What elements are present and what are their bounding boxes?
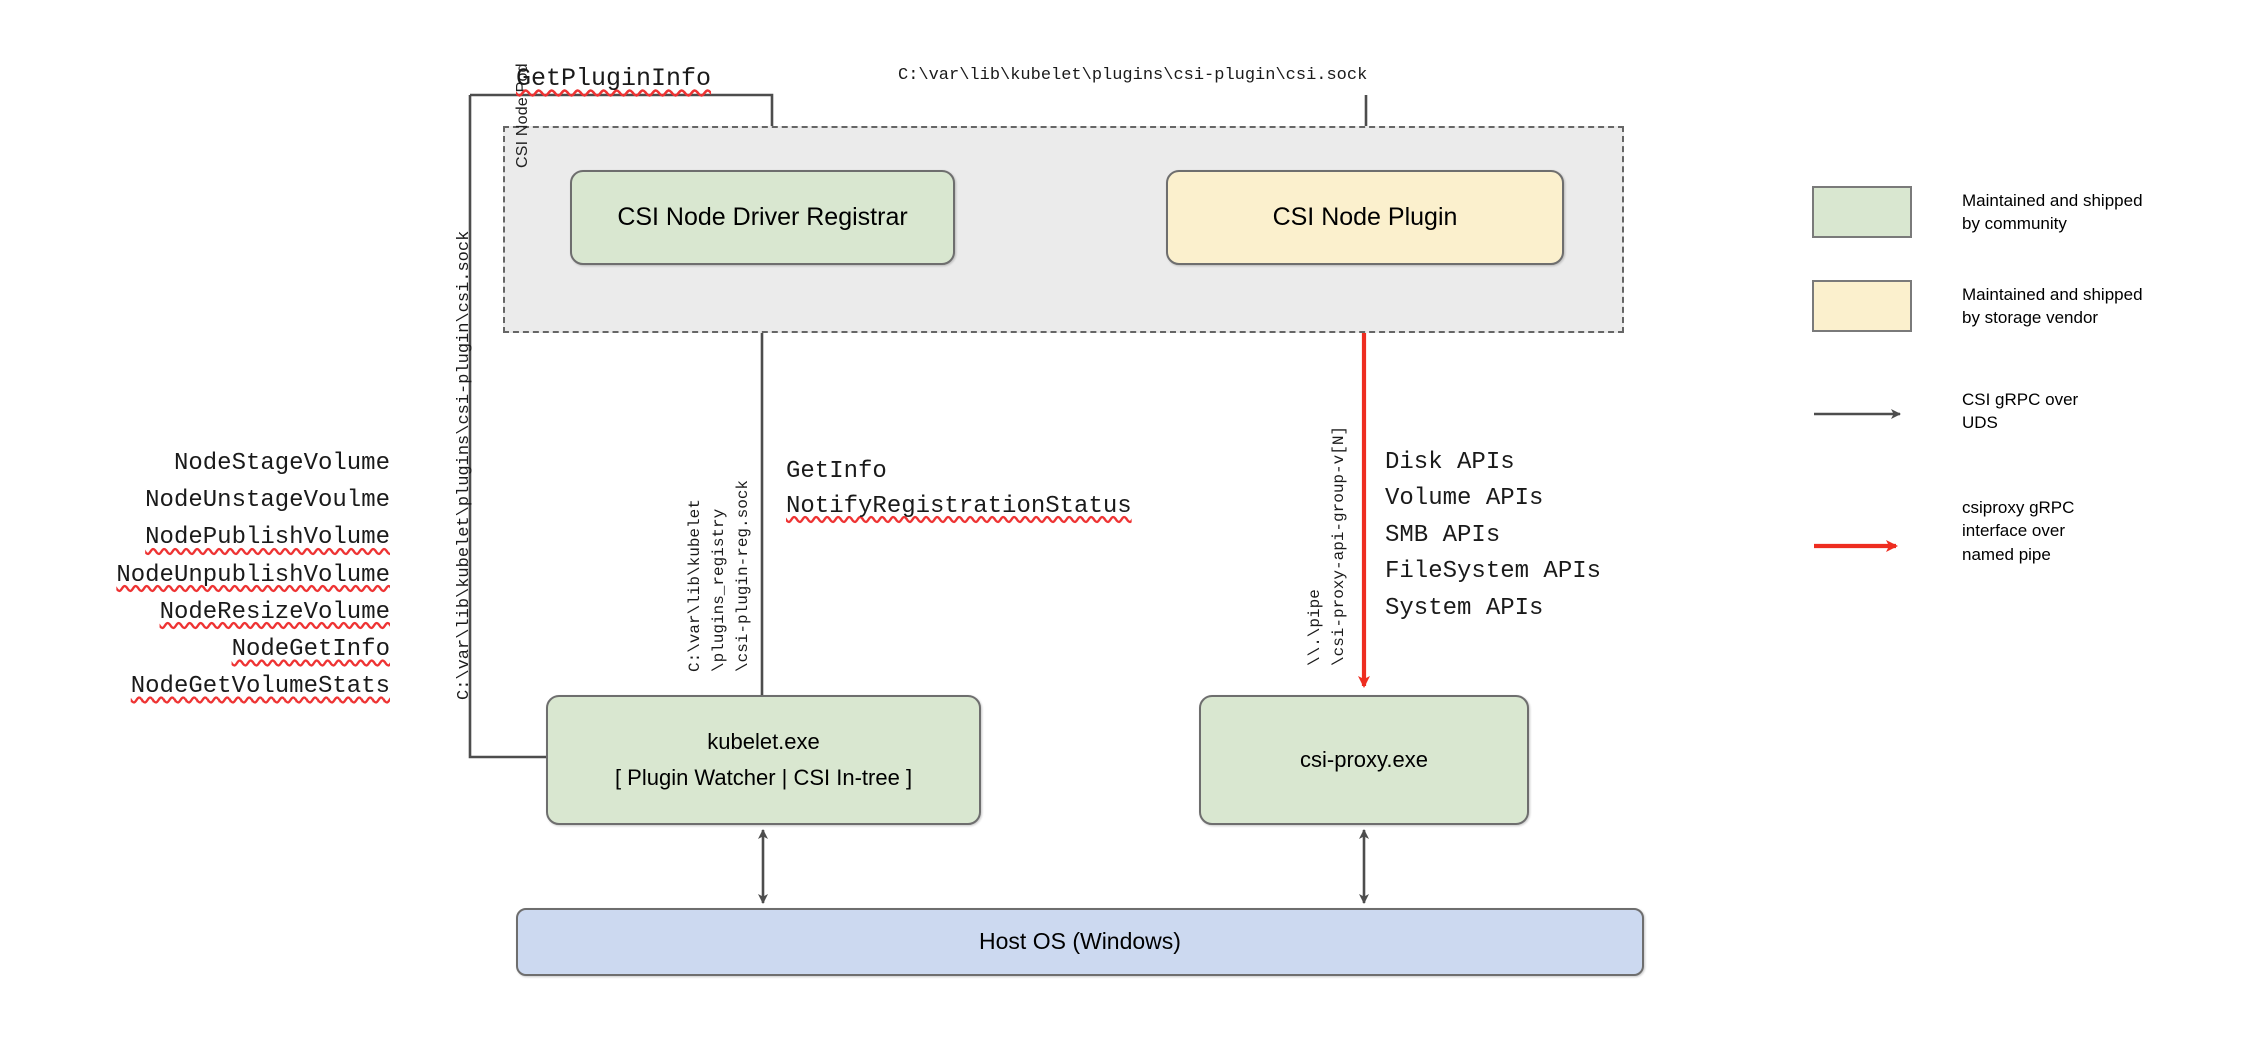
node-service-api-list: NodeStageVolume NodeUnstageVoulme NodePu…: [100, 445, 390, 705]
api-item: SMB APIs: [1385, 521, 1501, 549]
legend-text: Maintained and shipped by storage vendor: [1962, 280, 2143, 330]
api-item: Volume APIs: [1385, 485, 1544, 513]
legend-arrow-red-icon: [1812, 520, 1912, 572]
label-get-plugin-info: GetPluginInfo: [516, 64, 712, 93]
node-csi-node-driver-registrar[interactable]: CSI Node Driver Registrar: [570, 170, 955, 265]
label-named-pipe-line1: \\.\pipe: [1306, 589, 1324, 666]
api-item: NodeStageVolume: [173, 450, 390, 477]
label-registry-path-line2: \plugins_registry: [710, 508, 728, 672]
legend-item-csi-grpc: CSI gRPC over UDS: [1812, 388, 2232, 496]
label-registration-rpcs: GetInfo NotifyRegistrationStatus: [786, 455, 1132, 525]
legend-line: csiproxy gRPC: [1962, 498, 2075, 517]
node-label-primary: kubelet.exe: [707, 729, 820, 755]
node-label: csi-proxy.exe: [1300, 747, 1428, 773]
label-csi-sock-path-top: C:\var\lib\kubelet\plugins\csi-plugin\cs…: [898, 66, 1368, 85]
node-label: Host OS (Windows): [979, 928, 1181, 955]
node-label-secondary: [ Plugin Watcher | CSI In-tree ]: [614, 765, 913, 790]
api-item: NodeGetInfo: [231, 635, 390, 663]
node-csi-node-plugin[interactable]: CSI Node Plugin: [1166, 170, 1564, 265]
legend-line: interface over: [1962, 521, 2065, 541]
api-item: System APIs: [1385, 594, 1544, 622]
node-label: CSI Node Plugin: [1272, 202, 1458, 231]
node-host-os[interactable]: Host OS (Windows): [516, 908, 1644, 976]
legend-line: UDS: [1962, 413, 1998, 433]
legend-swatch-yellow: [1812, 280, 1912, 332]
api-item: NodeResizeVolume: [159, 598, 390, 626]
csi-proxy-api-list: Disk APIs Volume APIs SMB APIs FileSyste…: [1385, 445, 1601, 627]
node-kubelet-exe[interactable]: kubelet.exe [ Plugin Watcher | CSI In-tr…: [546, 695, 981, 825]
label-csi-sock-path-left: C:\var\lib\kubelet\plugins\csi-plugin\cs…: [455, 230, 474, 700]
legend-text: CSI gRPC over UDS: [1962, 388, 2078, 435]
legend-line: Maintained and shipped: [1962, 191, 2143, 210]
label-registry-path-line1: C:\var\lib\kubelet: [686, 499, 704, 672]
api-item: NodePublishVolume: [145, 524, 390, 552]
legend-text: Maintained and shipped by community: [1962, 186, 2143, 236]
api-item: FileSystem APIs: [1385, 558, 1602, 586]
label-get-info: GetInfo: [786, 458, 887, 485]
legend-line: by community: [1962, 214, 2067, 234]
legend-item-community: Maintained and shipped by community: [1812, 186, 2232, 280]
legend-arrow-gray-icon: [1812, 388, 1912, 440]
api-item: NodeGetVolumeStats: [130, 673, 390, 701]
node-csi-proxy-exe[interactable]: csi-proxy.exe: [1199, 695, 1529, 825]
legend-line: named pipe: [1962, 544, 2051, 564]
legend: Maintained and shipped by community Main…: [1812, 186, 2232, 596]
legend-line: Maintained and shipped: [1962, 285, 2143, 304]
label-notify-registration-status: NotifyRegistrationStatus: [786, 492, 1132, 520]
api-item: NodeUnstageVoulme: [145, 487, 390, 515]
legend-line: CSI gRPC over: [1962, 390, 2079, 409]
legend-swatch-green: [1812, 186, 1912, 238]
legend-line: by storage vendor: [1962, 308, 2099, 328]
legend-item-csiproxy-grpc: csiproxy gRPC interface over named pipe: [1812, 496, 2232, 596]
label-named-pipe-line2: \csi-proxy-api-group-v[N]: [1330, 425, 1348, 666]
label-registry-path-line3: \csi-plugin-reg.sock: [734, 479, 752, 672]
node-label: CSI Node Driver Registrar: [617, 202, 908, 231]
legend-item-vendor: Maintained and shipped by storage vendor: [1812, 280, 2232, 388]
legend-text: csiproxy gRPC interface over named pipe: [1962, 496, 2074, 566]
api-item: NodeUnpublishVolume: [116, 561, 390, 589]
api-item: Disk APIs: [1385, 449, 1515, 476]
